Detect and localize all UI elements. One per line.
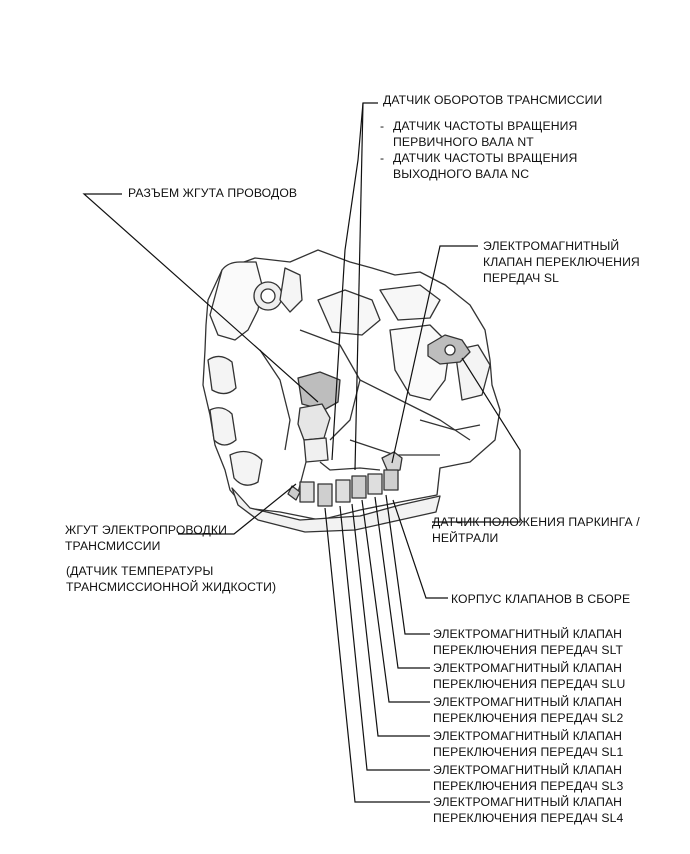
- label-harness-connector: РАЗЪЕМ ЖГУТА ПРОВОДОВ: [128, 186, 298, 200]
- leader-sl2: [361, 499, 430, 703]
- leader-sl1: [351, 503, 430, 737]
- label-solenoid-sl3: ЭЛЕКТРОМАГНИТНЫЙ КЛАПАН ПЕРЕКЛЮЧЕНИЯ ПЕР…: [433, 763, 624, 793]
- harness-connector-part: [297, 371, 341, 411]
- leader-harness-connector: [82, 193, 319, 403]
- leader-slu: [374, 496, 430, 669]
- label-temp-sensor: (ДАТЧИК ТЕМПЕРАТУРЫ ТРАНСМИССИОННОЙ ЖИДК…: [66, 564, 277, 594]
- leader-park-neutral: [432, 357, 521, 523]
- flange-hole-inner: [260, 288, 276, 304]
- leader-speed-sensor-2: [354, 102, 364, 471]
- leader-sl3: [339, 505, 430, 771]
- leader-slt: [385, 494, 430, 635]
- transmission-illustration: [202, 249, 501, 533]
- label-solenoid-slt: ЭЛЕКТРОМАГНИТНЫЙ КЛАПАН ПЕРЕКЛЮЧЕНИЯ ПЕР…: [433, 627, 624, 657]
- leader-lines: [82, 102, 521, 803]
- oil-pan: [231, 487, 441, 533]
- leader-sl4: [324, 507, 430, 803]
- leader-solenoid-sl: [391, 245, 478, 464]
- bell-housing: [209, 261, 263, 341]
- label-solenoid-sl4: ЭЛЕКТРОМАГНИТНЫЙ КЛАПАН ПЕРЕКЛЮЧЕНИЯ ПЕР…: [433, 795, 624, 825]
- label-solenoid-sl2: ЭЛЕКТРОМАГНИТНЫЙ КЛАПАН ПЕРЕКЛЮЧЕНИЯ ПЕР…: [433, 695, 624, 725]
- leader-wire-harness: [178, 483, 297, 535]
- label-valve-body: КОРПУС КЛАПАНОВ В СБОРЕ: [451, 592, 631, 606]
- leader-speed-sensor: [331, 102, 378, 461]
- label-nt-sensor: -ДАТЧИК ЧАСТОТЫ ВРАЩЕНИЯ ПЕРВИЧНОГО ВАЛА…: [380, 119, 578, 149]
- label-nc-sensor: -ДАТЧИК ЧАСТОТЫ ВРАЩЕНИЯ ВЫХОДНОГО ВАЛА …: [380, 151, 578, 181]
- solenoid-cluster: [299, 469, 399, 507]
- label-speed-sensor-title: ДАТЧИК ОБОРОТОВ ТРАНСМИССИИ: [383, 93, 603, 107]
- leader-valve-body: [392, 499, 448, 599]
- label-solenoid-sl1: ЭЛЕКТРОМАГНИТНЫЙ КЛАПАН ПЕРЕКЛЮЧЕНИЯ ПЕР…: [433, 729, 624, 759]
- label-solenoid-sl: ЭЛЕКТРОМАГНИТНЫЙ КЛАПАН ПЕРЕКЛЮЧЕНИЯ ПЕР…: [483, 239, 640, 285]
- label-wire-harness: ЖГУТ ЭЛЕКТРОПРОВОДКИ ТРАНСМИССИИ: [65, 523, 227, 553]
- label-solenoid-slu: ЭЛЕКТРОМАГНИТНЫЙ КЛАПАН ПЕРЕКЛЮЧЕНИЯ ПЕР…: [433, 661, 626, 691]
- label-park-neutral: ДАТЧИК ПОЛОЖЕНИЯ ПАРКИНГА / НЕЙТРАЛИ: [432, 515, 640, 545]
